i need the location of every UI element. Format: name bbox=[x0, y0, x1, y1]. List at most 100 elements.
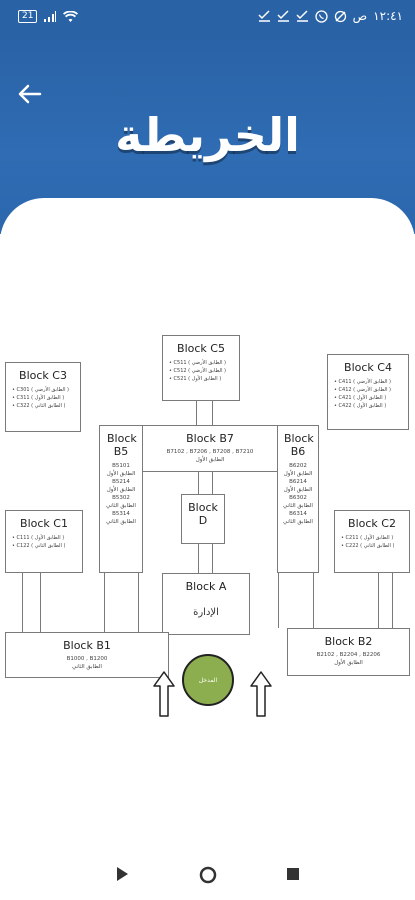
notification-check-icon bbox=[277, 10, 289, 22]
room-item: • C421 ( الطابق الأول ) bbox=[334, 395, 387, 401]
room-item: • C222 ( الطابق الثاني ) bbox=[341, 543, 395, 549]
block-b5[interactable]: Block B5 B5101 الطابق الأول B5214 الطابق… bbox=[99, 425, 143, 573]
room-item: الطابق الأول bbox=[106, 487, 136, 493]
campus-map: Block C3 • C301 ( الطابق الأرضي ) • C311… bbox=[0, 330, 415, 730]
block-d[interactable]: Block D bbox=[181, 494, 225, 544]
room-item: • C422 ( الطابق الأول ) bbox=[334, 403, 387, 409]
block-b1[interactable]: Block B1 B1000 , B1200 الطابق الثاني bbox=[5, 632, 169, 678]
room-item: • C511 ( الطابق الأرضي ) bbox=[169, 360, 227, 366]
room-item: • C411 ( الطابق الأرضي ) bbox=[334, 379, 392, 385]
room-item: الطابق الثاني bbox=[106, 503, 136, 509]
room-item: B5214 bbox=[112, 479, 130, 485]
entrance-marker[interactable]: المدخل bbox=[182, 654, 234, 706]
status-icons-left: 21 bbox=[18, 10, 79, 23]
block-title: Block B2 bbox=[324, 635, 373, 648]
room-list: B1000 , B1200 bbox=[66, 656, 108, 662]
room-item: B6302 bbox=[289, 495, 307, 501]
block-title: Block B5 bbox=[107, 432, 137, 458]
signal-icon bbox=[44, 10, 57, 22]
connector-line bbox=[313, 573, 314, 628]
room-item: • C412 ( الطابق الأرضي ) bbox=[334, 387, 392, 393]
connector-line bbox=[138, 573, 139, 633]
connector-line bbox=[22, 573, 23, 633]
connector-line bbox=[378, 573, 379, 628]
room-item: الطابق الثاني bbox=[283, 519, 313, 525]
status-time: ١٢:٤١ bbox=[373, 9, 403, 23]
block-title: Block D bbox=[188, 501, 218, 527]
back-button[interactable] bbox=[18, 84, 44, 104]
connector-line bbox=[198, 544, 199, 574]
square-icon bbox=[287, 868, 299, 880]
building-label: الإدارة bbox=[193, 607, 219, 618]
page-title: الخريطة bbox=[115, 108, 300, 162]
block-title: Block B1 bbox=[63, 639, 111, 652]
connector-line bbox=[40, 573, 41, 633]
room-item: B6214 bbox=[289, 479, 307, 485]
nav-back-button[interactable] bbox=[115, 866, 135, 886]
room-item: • C311 ( الطابق الأول ) bbox=[12, 395, 65, 401]
floor-label: الطابق الثاني bbox=[72, 664, 102, 670]
block-b6[interactable]: Block B6 B6202 الطابق الأول B6214 الطابق… bbox=[277, 425, 319, 573]
block-a[interactable]: Block A الإدارة bbox=[162, 573, 250, 635]
block-title: Block B7 bbox=[186, 432, 234, 445]
room-item: B6314 bbox=[289, 511, 307, 517]
connector-line bbox=[212, 544, 213, 574]
block-c5[interactable]: Block C5 • C511 ( الطابق الأرضي ) • C512… bbox=[162, 335, 240, 401]
whatsapp-icon bbox=[315, 9, 328, 23]
room-item: الطابق الثاني bbox=[106, 519, 136, 525]
room-item: B5314 bbox=[112, 511, 130, 517]
block-title: Block C3 bbox=[19, 369, 67, 382]
connector-line bbox=[212, 472, 213, 494]
room-item: • C122 ( الطابق الثاني ) bbox=[12, 543, 66, 549]
room-item: • C322 ( الطابق الثاني ) bbox=[12, 403, 66, 409]
block-c4[interactable]: Block C4 • C411 ( الطابق الأرضي ) • C412… bbox=[327, 354, 409, 430]
room-item: • C512 ( الطابق الأرضي ) bbox=[169, 368, 227, 374]
floor-label: الطابق الأول bbox=[195, 457, 225, 463]
dnd-icon bbox=[334, 10, 346, 22]
connector-line bbox=[212, 400, 213, 426]
arrow-left-icon bbox=[18, 84, 42, 104]
block-title: Block C5 bbox=[177, 342, 225, 355]
room-item: B5101 bbox=[112, 463, 130, 469]
block-b7[interactable]: Block B7 B7102 , B7206 , B7208 , B7210 ا… bbox=[142, 425, 278, 472]
block-c1[interactable]: Block C1 • C111 ( الطابق الأول ) • C122 … bbox=[5, 510, 83, 573]
block-b2[interactable]: Block B2 B2102 , B2204 , B2206 الطابق ال… bbox=[287, 628, 410, 676]
battery-icon: 21 bbox=[18, 10, 38, 23]
block-title: Block C2 bbox=[348, 517, 396, 530]
play-triangle-icon bbox=[117, 867, 128, 881]
block-c3[interactable]: Block C3 • C301 ( الطابق الأرضي ) • C311… bbox=[5, 362, 81, 432]
entrance-label: المدخل bbox=[198, 676, 218, 684]
nav-home-button[interactable] bbox=[199, 866, 219, 886]
connector-line bbox=[196, 400, 197, 426]
system-nav-bar bbox=[0, 840, 415, 900]
room-item: الطابق الأول bbox=[106, 471, 136, 477]
room-item: • C211 ( الطابق الأول ) bbox=[341, 535, 394, 541]
home-circle-icon bbox=[199, 866, 217, 884]
connector-line bbox=[278, 573, 279, 628]
connector-line bbox=[392, 573, 393, 628]
room-list: B7102 , B7206 , B7208 , B7210 bbox=[166, 449, 254, 455]
block-title: Block C1 bbox=[20, 517, 68, 530]
block-title: Block B6 bbox=[284, 432, 314, 458]
room-item: الطابق الأول bbox=[283, 471, 313, 477]
wifi-icon bbox=[63, 10, 79, 22]
room-item: B5302 bbox=[112, 495, 130, 501]
room-item: • C111 ( الطابق الأول ) bbox=[12, 535, 65, 541]
room-item: الطابق الثاني bbox=[283, 503, 313, 509]
status-icons-right: ص ١٢:٤١ bbox=[258, 9, 403, 23]
arrow-up-icon bbox=[153, 671, 175, 717]
status-ampm: ص bbox=[352, 9, 368, 23]
room-list: B2102 , B2204 , B2206 bbox=[316, 652, 381, 658]
room-item: الطابق الأول bbox=[283, 487, 313, 493]
floor-label: الطابق الأول bbox=[334, 660, 363, 666]
connector-line bbox=[104, 573, 105, 633]
status-bar: 21 ص ١٢:٤١ bbox=[0, 0, 415, 34]
notification-check-icon bbox=[258, 10, 270, 22]
connector-line bbox=[198, 472, 199, 494]
room-item: B6202 bbox=[289, 463, 307, 469]
room-item: • C301 ( الطابق الأرضي ) bbox=[12, 387, 70, 393]
block-c2[interactable]: Block C2 • C211 ( الطابق الأول ) • C222 … bbox=[334, 510, 410, 573]
notification-check-icon bbox=[296, 10, 308, 22]
nav-recents-button[interactable] bbox=[286, 866, 306, 886]
block-title: Block A bbox=[185, 580, 227, 593]
